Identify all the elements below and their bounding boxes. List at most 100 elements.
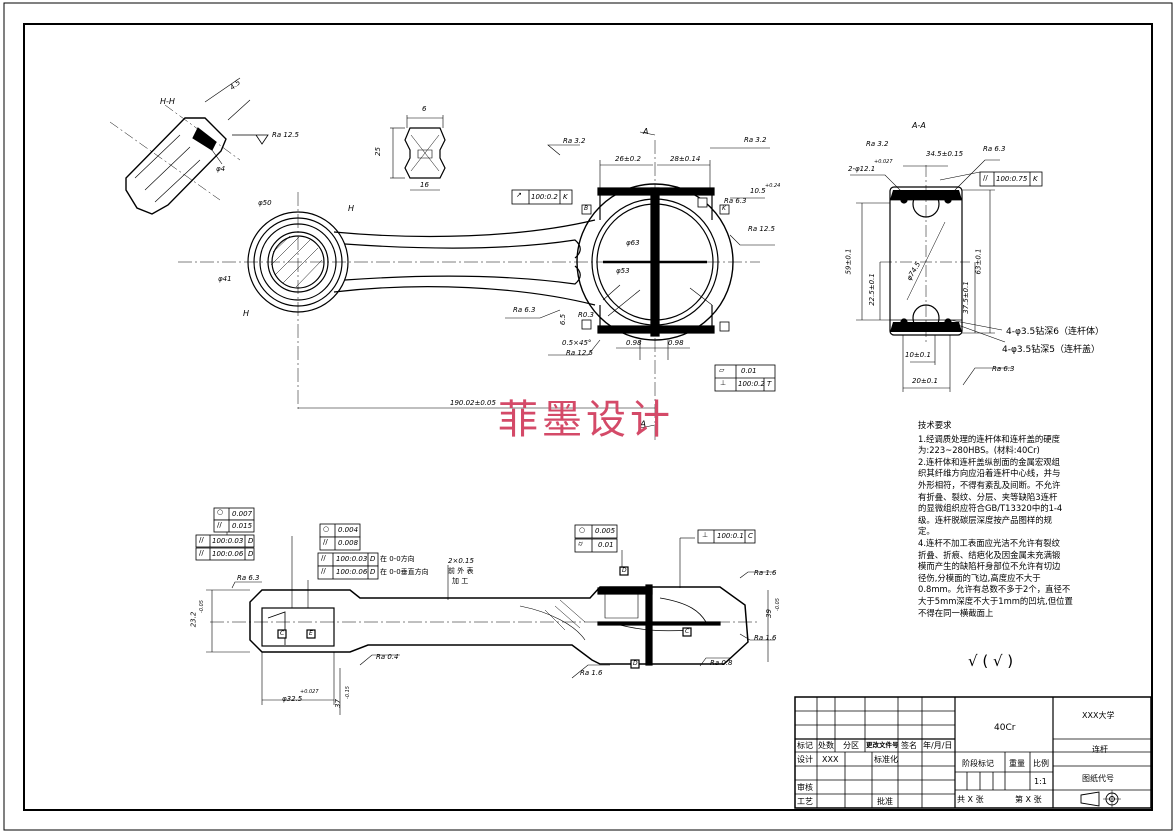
bottom-gdt-frames	[195, 507, 756, 580]
gdt-value: 100:0.2	[738, 380, 765, 388]
ibeam-section	[390, 115, 446, 191]
section-marker-h-upper: H	[348, 204, 355, 213]
main-view-dimensions	[298, 131, 775, 429]
roughness-label: Ra 0.8	[710, 659, 733, 667]
title-approve-label: 批准	[877, 797, 893, 806]
gdt-value: 0.01	[598, 541, 614, 549]
gdt-value: 100:0.2	[531, 193, 558, 201]
requirements-title: 技术要求	[918, 420, 952, 430]
dim-2-phi12: 2-φ12.1	[848, 165, 876, 173]
main-front-view	[178, 140, 760, 440]
gdt-datum: D	[370, 555, 376, 563]
technical-requirements: 技术要求 1.经调质处理的连杆体和连杆盖的硬度 为:223~280HBS。(材料…	[918, 420, 1093, 619]
datum-flag: B	[584, 205, 589, 212]
aa-section-view	[880, 165, 970, 345]
gdt-flatness-icon: ▱	[719, 366, 725, 374]
requirement-line: 折叠、折痕、结疤化及因金属未充满锻	[918, 549, 1061, 560]
gdt-datum: C	[748, 532, 753, 540]
dim-10-5: 10.5	[750, 187, 766, 195]
requirement-line: 定。	[918, 526, 935, 537]
datum-flag: C	[685, 628, 690, 635]
title-drawing-number: 图纸代号	[1082, 774, 1114, 783]
title-scale-label: 比例	[1033, 759, 1049, 768]
gdt-value: 100:0.06	[212, 550, 244, 558]
title-weight-label: 重量	[1009, 759, 1025, 768]
gdt-cylindricity-icon: ⌭	[578, 540, 584, 548]
dim-6: 6	[422, 105, 427, 113]
section-marker-a-top: A	[643, 127, 649, 136]
title-header-mark: 标记	[797, 741, 813, 750]
dim-34-5: 34.5±0.15	[926, 150, 964, 158]
title-header-docno: 更改文件号	[866, 741, 899, 749]
dim-10: 10±0.1	[905, 351, 931, 359]
dim-22-5: 22.5±0.1	[867, 273, 876, 306]
dim-10-5-tol: +0.24	[765, 183, 781, 189]
roughness-label: Ra 12.5	[566, 349, 593, 357]
title-scale-value: 1:1	[1034, 777, 1047, 786]
dim-0-98-b: 0.98	[668, 339, 684, 347]
dim-28: 28±0.14	[670, 155, 701, 163]
roughness-label: Ra 1.6	[754, 569, 777, 577]
dim-0-98-a: 0.98	[626, 339, 642, 347]
dim-phi50: φ50	[258, 199, 272, 207]
datum-flag: D	[622, 567, 627, 574]
dim-phi63: φ63	[626, 239, 640, 247]
dim-39: 39	[764, 609, 773, 618]
dim-2-phi12-tol: +0.027	[874, 159, 893, 165]
dim-phi41: φ41	[218, 275, 232, 283]
gdt-parallel-icon: //	[323, 538, 328, 546]
datum-flag: D	[633, 660, 638, 667]
requirement-line: 大于5mm深度不大于1mm的凹坑,但位置	[918, 595, 1073, 606]
gdt-datum: D	[248, 550, 254, 558]
roughness-label: Ra 3.2	[744, 136, 767, 144]
datum-flag: E	[309, 630, 313, 637]
requirement-line: 为:223~280HBS。(材料:40Cr)	[918, 445, 1040, 456]
datum-flag: C	[280, 630, 285, 637]
gdt-value: 0.005	[595, 527, 616, 535]
roughness-label: Ra 6.3	[983, 145, 1006, 153]
roughness-label: Ra 0.4	[376, 653, 399, 661]
roughness-label: Ra 6.3	[724, 197, 747, 205]
title-design-label: 设计	[797, 755, 813, 764]
gdt-parallel-icon: //	[199, 549, 204, 557]
gdt-circularity-icon: ○	[579, 526, 586, 534]
roughness-label: Ra 6.3	[513, 306, 536, 314]
dim-20: 20±0.1	[912, 377, 938, 385]
gdt-cylindricity-icon: ○	[323, 525, 330, 533]
gdt-parallel-icon: //	[983, 174, 988, 182]
title-header-date: 年/月/日	[923, 741, 953, 750]
gdt-value: 100:0.03	[336, 555, 368, 563]
requirement-line: 级。连杆脱碳层深度按产品图样的规	[918, 514, 1052, 525]
dim-190: 190.02±0.05	[450, 399, 496, 407]
gdt-perpendicular-icon: ⊥	[702, 531, 709, 539]
dim-59: 59±0.1	[844, 248, 853, 275]
dim-phi32-5: φ32.5	[282, 695, 303, 703]
title-sheet-number: 第 X 张	[1015, 795, 1042, 804]
roughness-label: Ra 1.6	[754, 634, 777, 642]
gdt-perpendicular-icon: ⊥	[720, 379, 727, 387]
hh-section-view	[109, 77, 269, 215]
drill-note-cap: 4-φ3.5钻深5（连杆盖）	[1002, 345, 1100, 355]
requirement-line: 不得在同一横截面上	[918, 607, 994, 618]
dim-process: 加 工	[452, 577, 469, 585]
gdt-cylindricity-icon: ○	[217, 508, 224, 516]
gdt-parallel-icon: //	[321, 567, 326, 575]
title-standard-label: 标准化	[874, 755, 898, 764]
title-part-name: 连杆	[1092, 745, 1108, 754]
requirement-line: 有折叠、裂纹、分层、夹等缺陷3连杆	[918, 491, 1058, 502]
gdt-datum: D	[370, 568, 376, 576]
dim-chamfer: 0.5×45°	[562, 339, 592, 347]
dim-25: 25	[373, 147, 382, 156]
aa-dimensions	[850, 159, 1012, 392]
dim-37: 37	[333, 699, 342, 708]
requirement-line: 的显微组织应符合GB/T13320中的1-4	[918, 503, 1063, 514]
bottom-top-view	[210, 566, 760, 669]
gdt-direction-note: 在 0-0垂直方向	[380, 568, 429, 576]
dim-39-tol: -0.05	[774, 598, 781, 611]
title-review-label: 审核	[797, 783, 813, 792]
dim-16: 16	[420, 181, 429, 189]
title-total-sheets: 共 X 张	[957, 795, 984, 804]
gdt-parallel-icon: //	[321, 554, 326, 562]
dim-37-tol: -0.15	[344, 686, 351, 699]
